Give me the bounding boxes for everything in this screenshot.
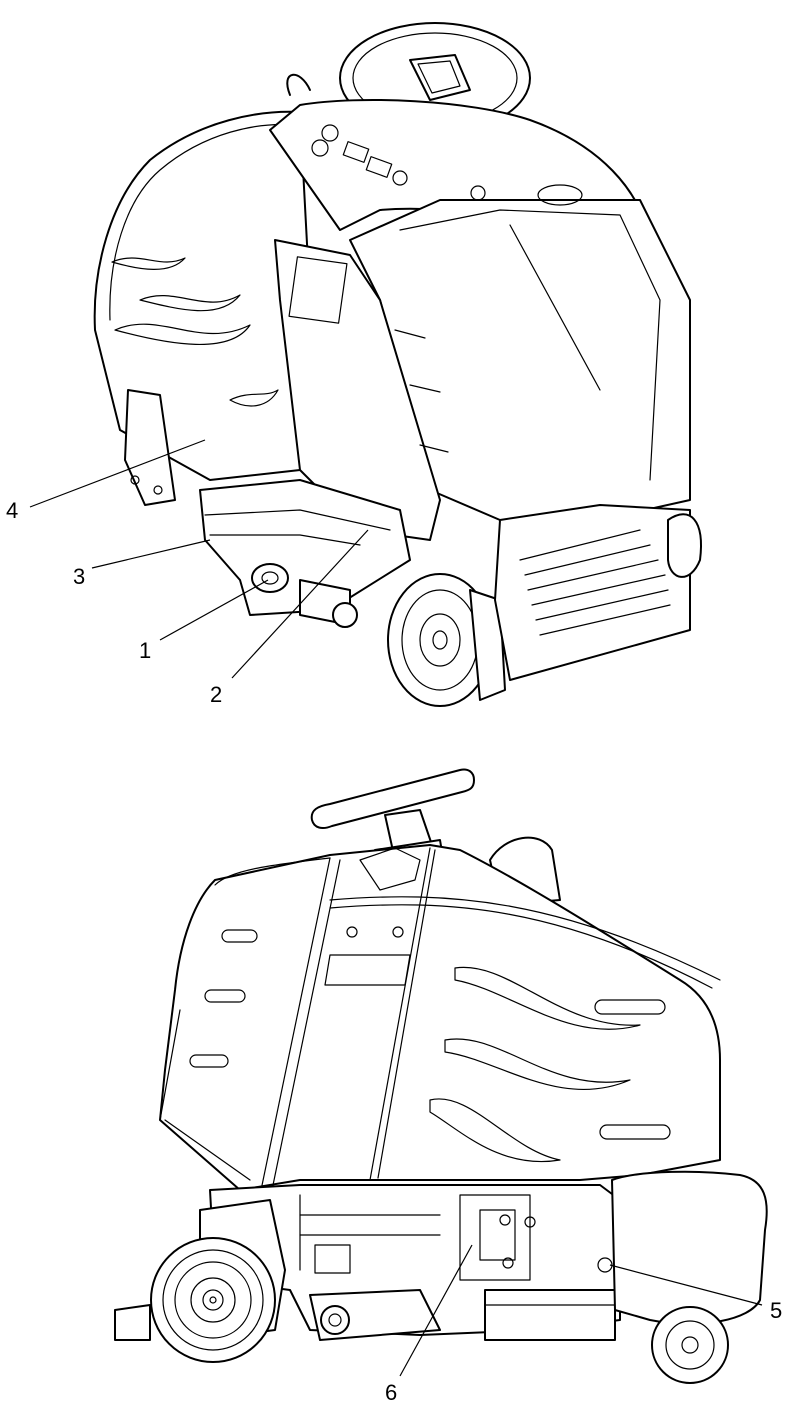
front-wheel-top (387, 573, 506, 707)
callout-6: 6 (385, 1244, 473, 1404)
body-shell (159, 844, 721, 1191)
callout-2: 2 (210, 529, 369, 707)
rear-handle (286, 73, 311, 96)
callout-label-5: 5 (770, 1298, 782, 1323)
foot-deck (494, 504, 691, 681)
callout-label-2: 2 (210, 682, 222, 707)
callout-1: 1 (139, 579, 269, 663)
callout-3: 3 (73, 539, 211, 589)
callout-5: 5 (609, 1264, 782, 1323)
isometric-view (93, 22, 702, 707)
front-step (114, 1304, 151, 1341)
rear-housing (611, 1170, 768, 1325)
callout-label-6: 6 (385, 1380, 397, 1404)
callout-4: 4 (6, 439, 206, 523)
front-wheel-side (150, 1199, 286, 1363)
center-column (274, 239, 441, 541)
callout-label-4: 4 (6, 498, 18, 523)
side-view (114, 768, 768, 1384)
callout-label-1: 1 (139, 638, 151, 663)
callout-label-3: 3 (73, 564, 85, 589)
